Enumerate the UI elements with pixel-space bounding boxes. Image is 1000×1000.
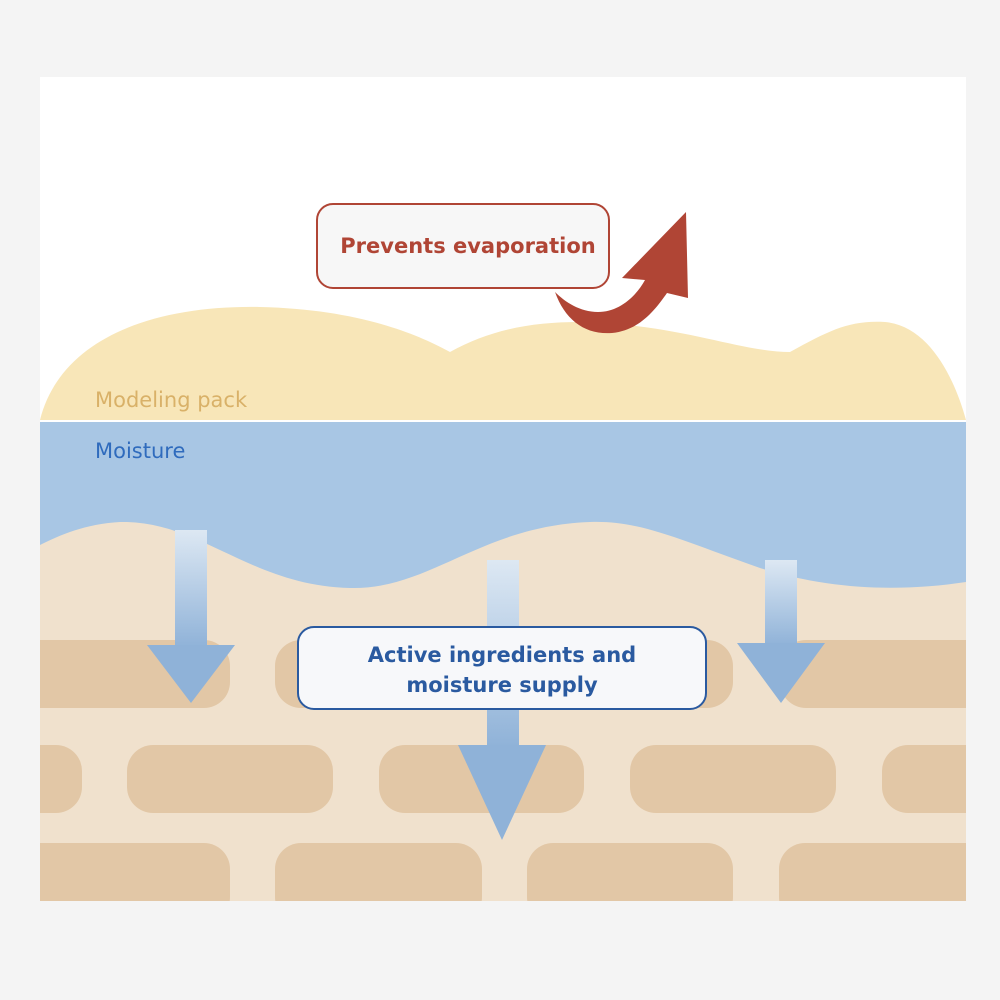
moisture-label: Moisture <box>95 439 185 463</box>
supply-label-line1: Active ingredients and <box>368 643 636 667</box>
evaporation-callout: Prevents evaporation <box>316 203 610 289</box>
skin-cell <box>780 640 966 708</box>
skin-cell <box>40 745 82 813</box>
skin-cell <box>882 745 966 813</box>
skin-cell <box>630 745 836 813</box>
supply-callout: Active ingredients and moisture supply <box>297 626 707 710</box>
moisture-layer <box>40 422 966 589</box>
skin-cell <box>40 843 230 901</box>
arrow-down-icon <box>737 560 825 703</box>
skin-cell <box>275 843 482 901</box>
skin-cell <box>779 843 966 901</box>
skin-cell <box>127 745 333 813</box>
modeling-pack-label: Modeling pack <box>95 388 248 412</box>
arrow-down-icon <box>147 530 235 703</box>
evaporation-arrow-icon <box>555 212 688 334</box>
skin-cell <box>527 843 733 901</box>
supply-label-line2: moisture supply <box>406 673 598 697</box>
evaporation-label: Prevents evaporation <box>340 234 595 258</box>
modeling-pack-layer <box>40 306 966 420</box>
